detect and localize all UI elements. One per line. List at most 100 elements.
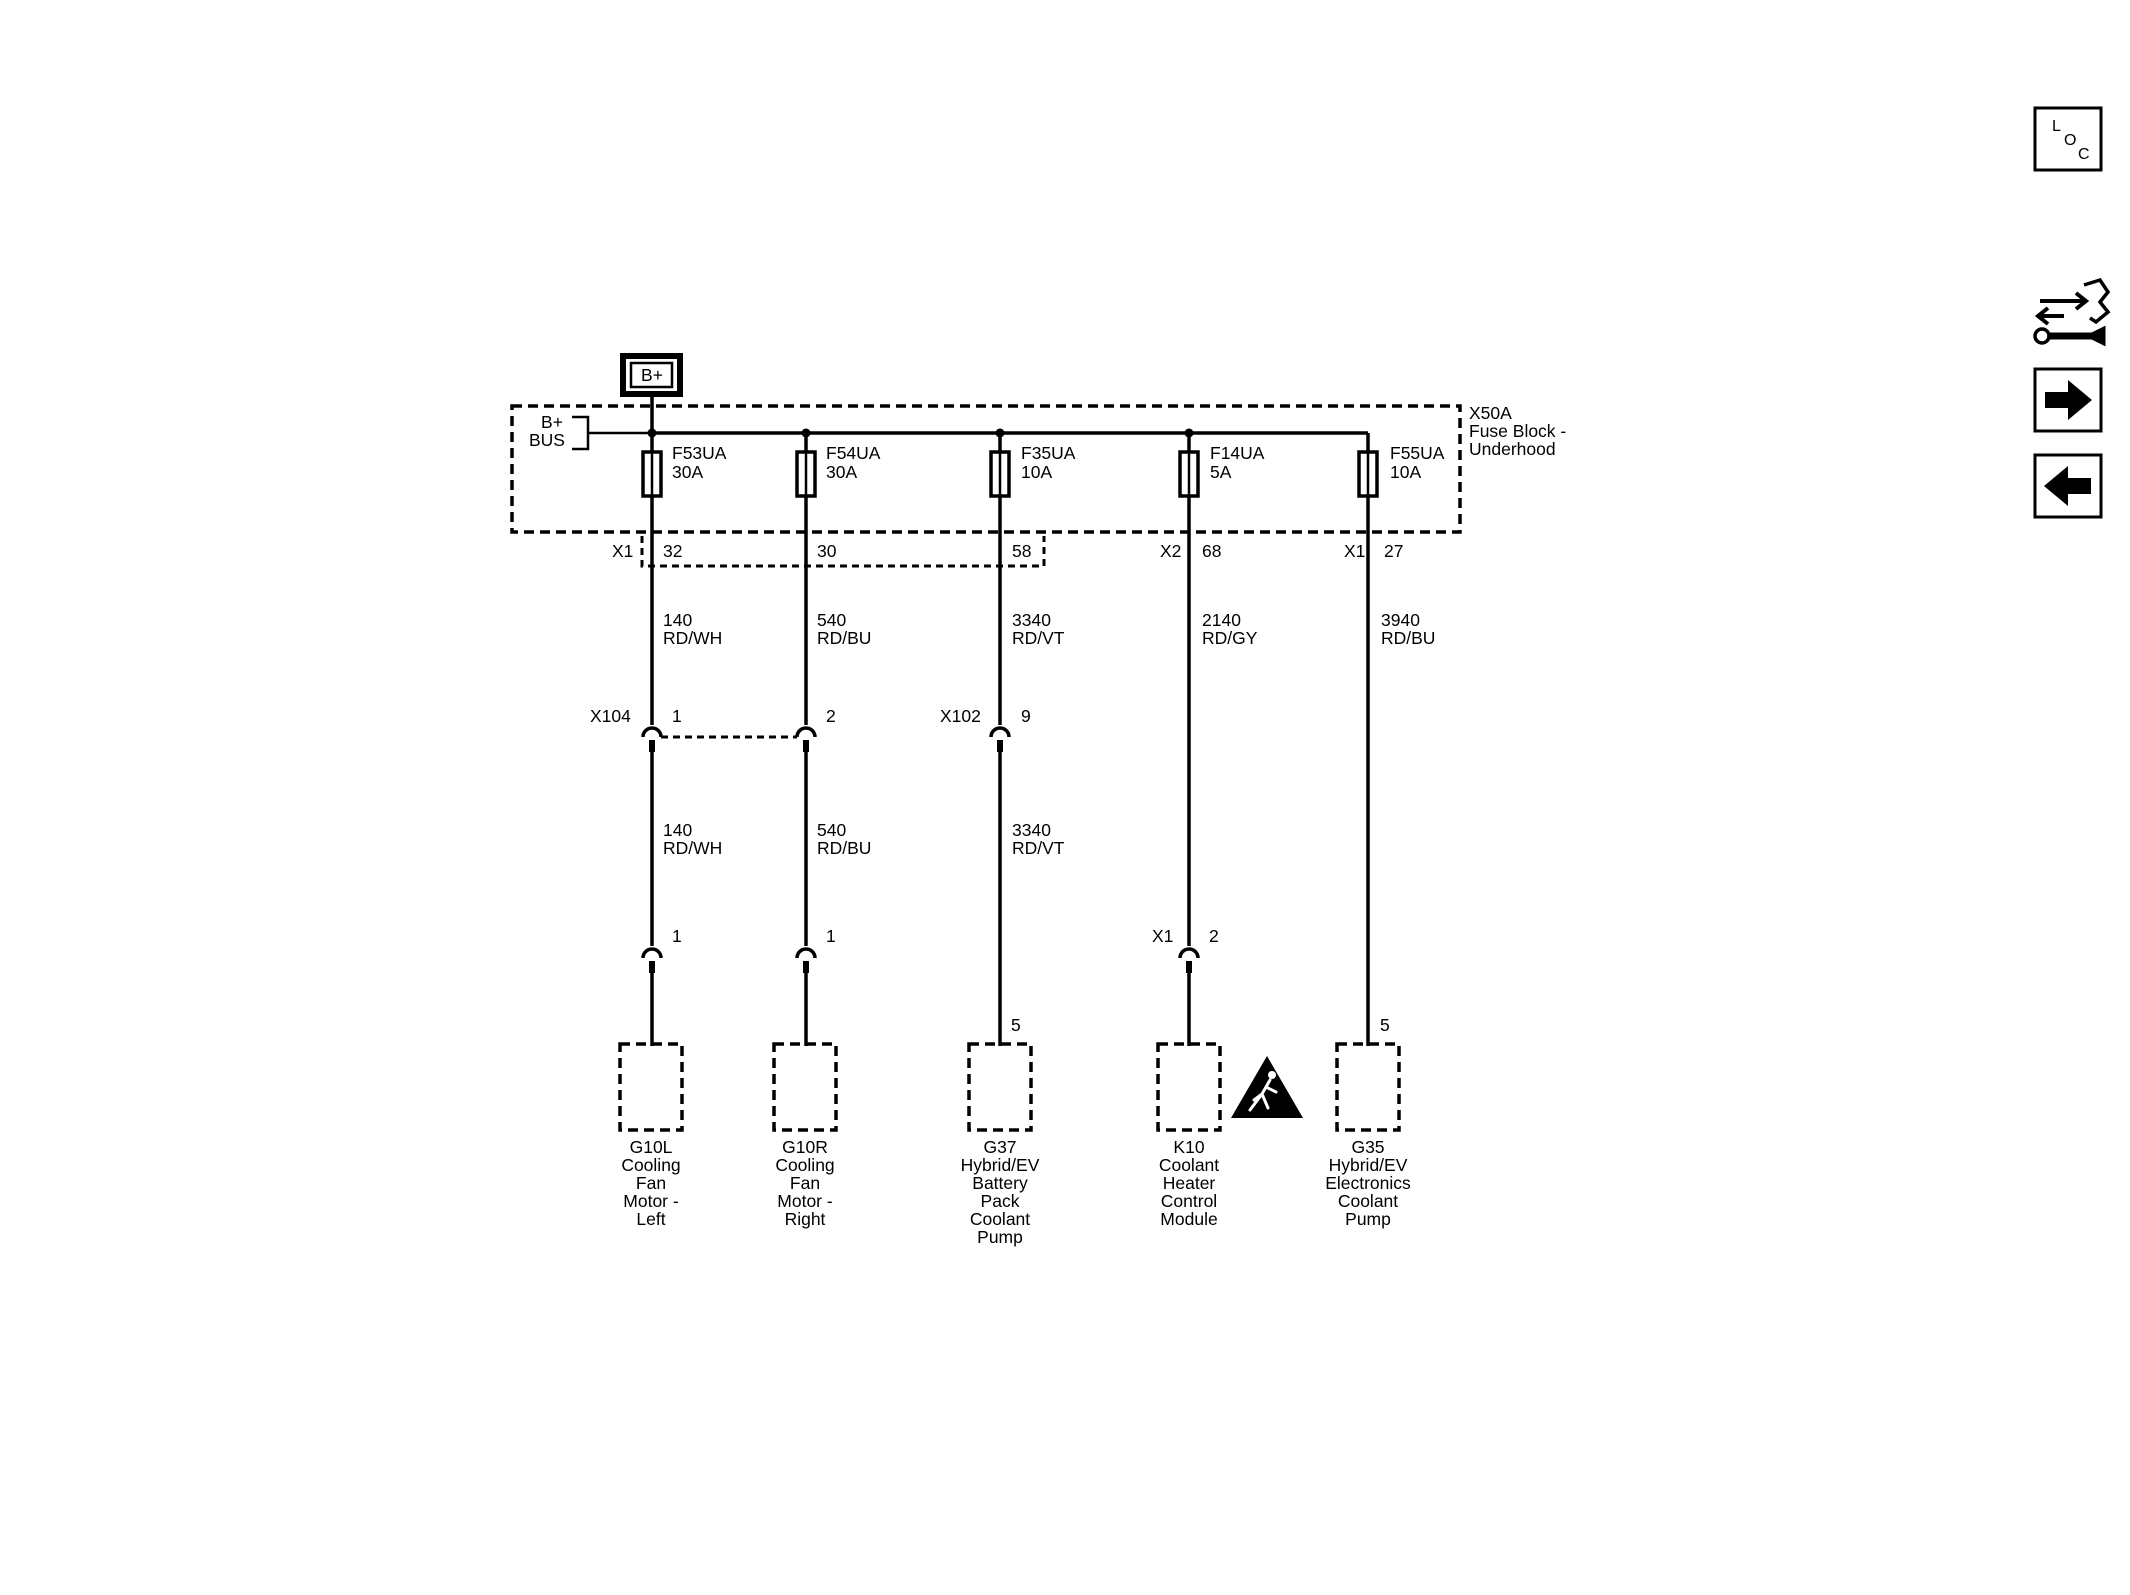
- loc-letter-l: L: [2052, 118, 2061, 135]
- fuse-rating: 5A: [1210, 462, 1232, 482]
- inline-pin: 9: [1021, 706, 1031, 726]
- wire-color: RD/BU: [817, 628, 871, 648]
- arrow-right-icon: [2045, 380, 2092, 420]
- fuse-name: F53UA: [672, 443, 727, 463]
- pin-58: 58: [1012, 541, 1031, 561]
- conn-x1-label: X1: [612, 541, 633, 561]
- wire-number: 140: [663, 820, 692, 840]
- component-pin: 2: [1209, 926, 1219, 946]
- wire-color: RD/BU: [817, 838, 871, 858]
- inline-pin: 2: [826, 706, 836, 726]
- wire-number: 540: [817, 820, 846, 840]
- component-label-line: Electronics: [1325, 1173, 1411, 1193]
- conn-x2-label: X2: [1160, 541, 1181, 561]
- b-plus-label: B+: [641, 365, 663, 385]
- component-label-line: Pack: [981, 1191, 1020, 1211]
- circuit-g35: 5: [1366, 496, 1390, 1046]
- pin-68: 68: [1202, 541, 1221, 561]
- circuit-g10l: 140 RD/WH 1: [641, 496, 722, 1046]
- circuit-g37: X102 9 3340 RD/VT 5: [940, 496, 1065, 1046]
- component-label-line: G10R: [782, 1137, 828, 1157]
- fuse-name: F35UA: [1021, 443, 1076, 463]
- high-voltage-warning-icon: [1231, 1056, 1303, 1118]
- component-label-line: G10L: [630, 1137, 673, 1157]
- component-label-line: Coolant: [1338, 1191, 1398, 1211]
- component-label-line: Battery: [972, 1173, 1028, 1193]
- component-label-line: K10: [1173, 1137, 1204, 1157]
- component-label-line: Motor -: [623, 1191, 679, 1211]
- inline-pin: 1: [672, 706, 682, 726]
- arrow-left-icon: [2044, 466, 2091, 506]
- component-label-line: Fan: [790, 1173, 820, 1193]
- component-label-line: Hybrid/EV: [961, 1155, 1040, 1175]
- component-g10r: G10R Cooling Fan Motor - Right: [772, 1042, 838, 1229]
- component-label-line: Right: [785, 1209, 826, 1229]
- circuit-k10: X1 2: [1152, 496, 1219, 1046]
- b-plus-power-source: B+: [620, 353, 683, 433]
- fuse-block-name-1: Fuse Block -: [1469, 421, 1566, 441]
- wire-number: 3940: [1381, 610, 1420, 630]
- component-conn: X1: [1152, 926, 1173, 946]
- inline-conn-x104: X104: [590, 706, 631, 726]
- wire-number: 2140: [1202, 610, 1241, 630]
- component-label-line: Coolant: [1159, 1155, 1219, 1175]
- next-page-button[interactable]: [2033, 367, 2103, 433]
- component-label-line: Cooling: [621, 1155, 680, 1175]
- fuse-rating: 10A: [1021, 462, 1052, 482]
- component-g37: G37 Hybrid/EV Battery Pack Coolant Pump: [961, 1042, 1040, 1247]
- fuse-name: F54UA: [826, 443, 881, 463]
- component-label-line: Cooling: [775, 1155, 834, 1175]
- fuse-name: F14UA: [1210, 443, 1265, 463]
- fuse-f14ua: F14UA 5A: [1178, 443, 1265, 498]
- fuse-block-name-2: Underhood: [1469, 439, 1556, 459]
- component-g10l: G10L Cooling Fan Motor - Left: [618, 1042, 684, 1229]
- wire-color: RD/WH: [663, 628, 722, 648]
- x1-connector-group: [640, 536, 1046, 568]
- wire-color: RD/BU: [1381, 628, 1435, 648]
- conn-x1-label-2: X1: [1344, 541, 1365, 561]
- wire-number: 3340: [1012, 610, 1051, 630]
- wire-color: RD/VT: [1012, 628, 1065, 648]
- component-label-line: Hybrid/EV: [1329, 1155, 1408, 1175]
- component-label-line: Fan: [636, 1173, 666, 1193]
- component-label-line: Coolant: [970, 1209, 1030, 1229]
- previous-page-button[interactable]: [2033, 453, 2103, 519]
- component-pin: 5: [1380, 1015, 1390, 1035]
- loc-button[interactable]: L O C: [2033, 106, 2103, 172]
- diagnostic-wrench-icon[interactable]: [2033, 277, 2111, 347]
- fuse-block-x50a: X50A Fuse Block - Underhood B+ BUS: [510, 403, 1566, 534]
- component-label-line: Control: [1161, 1191, 1217, 1211]
- wire-number: 140: [663, 610, 692, 630]
- fuse-block-id: X50A: [1469, 403, 1512, 423]
- component-label-line: Module: [1160, 1209, 1217, 1229]
- pin-32: 32: [663, 541, 682, 561]
- fuse-name: F55UA: [1390, 443, 1445, 463]
- component-label-line: G35: [1351, 1137, 1384, 1157]
- fuse-f54ua: F54UA 30A: [795, 443, 881, 498]
- pin-30: 30: [817, 541, 837, 561]
- component-k10: K10 Coolant Heater Control Module: [1156, 1042, 1303, 1229]
- component-label-line: Pump: [1345, 1209, 1391, 1229]
- wire-color: RD/VT: [1012, 838, 1065, 858]
- inline-conn-x102: X102: [940, 706, 981, 726]
- component-g35: G35 Hybrid/EV Electronics Coolant Pump: [1325, 1042, 1411, 1229]
- component-pin: 1: [672, 926, 682, 946]
- pin-27: 27: [1384, 541, 1403, 561]
- circuit-g10r: 540 RD/BU 1: [795, 496, 871, 1046]
- bus-label-2: BUS: [529, 430, 565, 450]
- component-label-line: Motor -: [777, 1191, 833, 1211]
- component-pin: 1: [826, 926, 836, 946]
- fuse-f55ua: F55UA 10A: [1357, 443, 1445, 498]
- component-label-line: G37: [983, 1137, 1016, 1157]
- fuse-rating: 30A: [826, 462, 857, 482]
- wire-number: 3340: [1012, 820, 1051, 840]
- fuse-rating: 30A: [672, 462, 703, 482]
- fuse-rating: 10A: [1390, 462, 1421, 482]
- wire-color: RD/GY: [1202, 628, 1258, 648]
- loc-letter-c: C: [2078, 146, 2090, 163]
- fuse-f35ua: F35UA 10A: [989, 443, 1076, 498]
- wire-number: 540: [817, 610, 846, 630]
- wire-color: RD/WH: [663, 838, 722, 858]
- component-label-line: Heater: [1163, 1173, 1216, 1193]
